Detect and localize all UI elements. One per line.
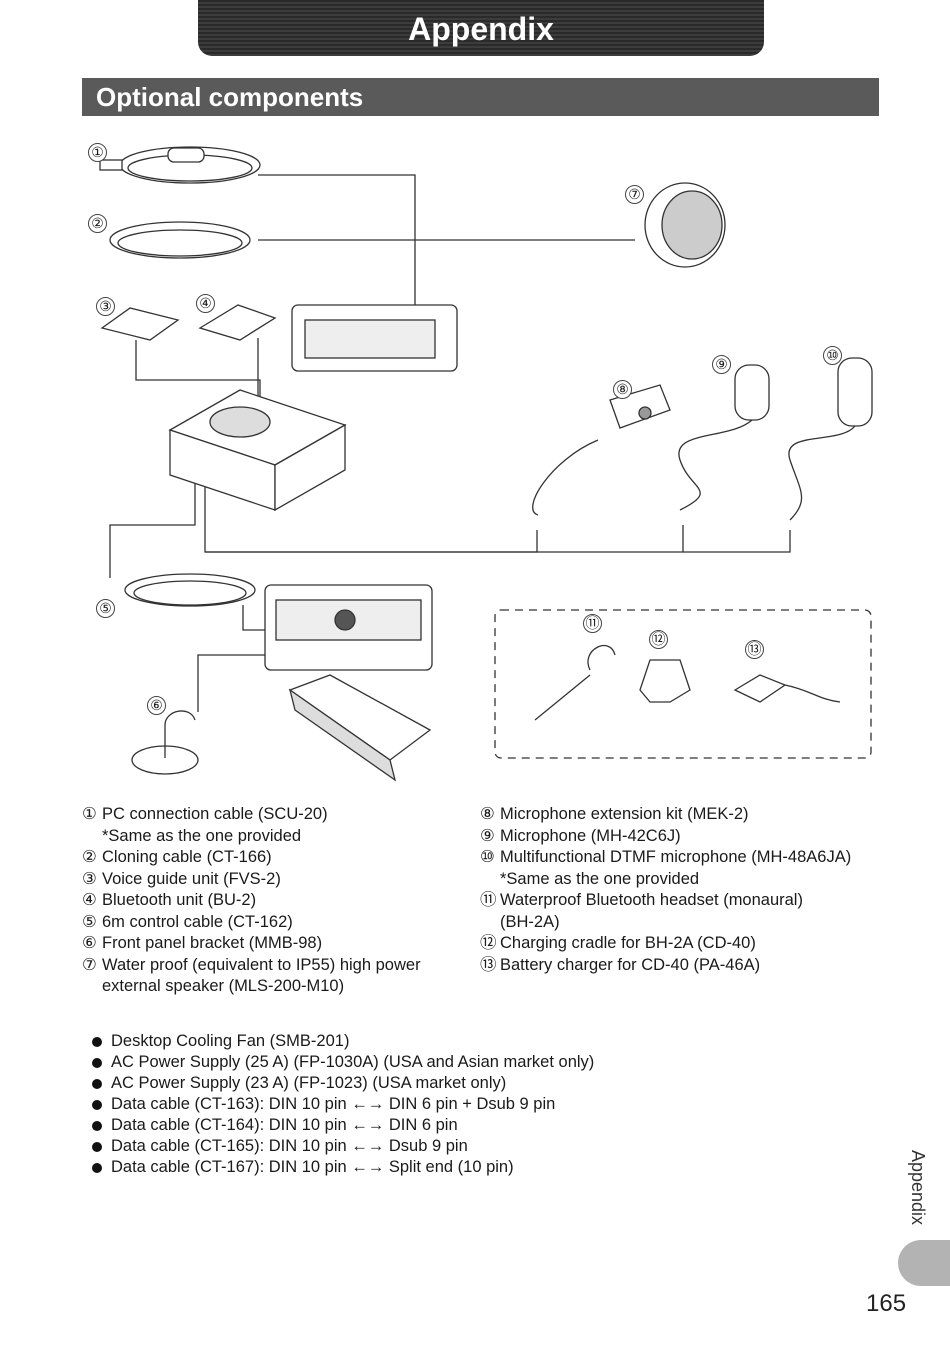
item-text: Cloning cable (CT-166)	[102, 848, 272, 866]
legend-left: ① PC connection cable (SCU-20) *Same as t…	[82, 804, 472, 998]
list-item: Data cable (CT-164): DIN 10 pin ←→ DIN 6…	[111, 1116, 458, 1134]
callout-number: ⑬	[745, 640, 764, 659]
item-note: external speaker (MLS-200-M10)	[102, 977, 345, 995]
side-tab	[898, 1240, 950, 1286]
item-note: (BH-2A)	[500, 912, 560, 931]
bullet-icon	[92, 1141, 102, 1152]
item-note: *Same as the one provided	[102, 826, 302, 845]
other-options-list: Desktop Cooling Fan (SMB-201) AC Power S…	[92, 1031, 594, 1178]
bullet-icon	[92, 1078, 102, 1089]
item-text: Waterproof Bluetooth headset (monaural)	[500, 891, 803, 909]
item-number: ⑧	[480, 805, 495, 823]
list-item: AC Power Supply (23 A) (FP-1023) (USA ma…	[111, 1074, 507, 1092]
item-number: ⑪	[480, 891, 497, 909]
item-text: PC connection cable (SCU-20)	[102, 805, 328, 823]
callout-number: ⑥	[147, 696, 166, 715]
item-text: Voice guide unit (FVS-2)	[102, 869, 281, 888]
callout-number: ⑧	[613, 380, 632, 399]
list-item: Data cable (CT-165): DIN 10 pin ←→ Dsub …	[111, 1137, 468, 1155]
callout-number: ⑨	[712, 355, 731, 374]
item-number: ⑥	[82, 934, 97, 952]
item-number: ③	[82, 869, 97, 888]
callout-number: ⑪	[583, 614, 602, 633]
bullet-icon	[92, 1162, 102, 1173]
callout-number: ③	[96, 297, 115, 316]
callout-number: ①	[88, 143, 107, 162]
item-number: ⑤	[82, 912, 97, 931]
item-text: Charging cradle for BH-2A (CD-40)	[500, 934, 756, 952]
item-number: ⑨	[480, 826, 495, 845]
bullet-icon	[92, 1099, 102, 1110]
item-text: Multifunctional DTMF microphone (MH-48A6…	[500, 848, 852, 866]
bullet-icon	[92, 1036, 102, 1047]
item-text: 6m control cable (CT-162)	[102, 912, 293, 931]
callout-number: ⑤	[96, 599, 115, 618]
callout-number: ②	[88, 214, 107, 233]
chapter-title: Appendix	[198, 0, 764, 56]
list-item: Data cable (CT-167): DIN 10 pin ←→ Split…	[111, 1158, 514, 1176]
list-item: Data cable (CT-163): DIN 10 pin ←→ DIN 6…	[111, 1095, 556, 1113]
item-number: ④	[82, 891, 97, 909]
legend-right: ⑧ Microphone extension kit (MEK-2) ⑨ Micro…	[480, 804, 880, 976]
section-title: Optional components	[82, 78, 879, 116]
bullet-icon	[92, 1057, 102, 1068]
item-text: Bluetooth unit (BU-2)	[102, 891, 257, 909]
components-illustration	[99, 146, 873, 782]
components-diagram: ① ② ③ ④ ⑤ ⑥ ⑦ ⑧ ⑨ ⑩ ⑪ ⑫ ⑬	[80, 130, 880, 800]
item-text: Microphone extension kit (MEK-2)	[500, 805, 749, 823]
list-item: AC Power Supply (25 A) (FP-1030A) (USA a…	[111, 1053, 595, 1071]
item-note: *Same as the one provided	[500, 869, 700, 888]
item-number: ①	[82, 805, 97, 823]
item-number: ⑬	[480, 955, 497, 974]
item-text: Water proof (equivalent to IP55) high po…	[102, 955, 421, 974]
item-text: Microphone (MH-42C6J)	[500, 826, 681, 845]
callout-number: ⑫	[649, 630, 668, 649]
list-item: Desktop Cooling Fan (SMB-201)	[111, 1032, 350, 1050]
item-text: Battery charger for CD-40 (PA-46A)	[500, 955, 761, 974]
page-number: 165	[866, 1290, 907, 1317]
item-text: Front panel bracket (MMB-98)	[102, 934, 323, 952]
callout-number: ⑩	[823, 346, 842, 365]
item-number: ⑦	[82, 955, 97, 974]
callout-number: ④	[196, 294, 215, 313]
item-number: ②	[82, 848, 97, 866]
item-number: ⑩	[480, 848, 495, 866]
side-tab-label: Appendix	[908, 1150, 928, 1226]
callout-number: ⑦	[625, 185, 644, 204]
item-number: ⑫	[480, 934, 497, 952]
bullet-icon	[92, 1120, 102, 1131]
